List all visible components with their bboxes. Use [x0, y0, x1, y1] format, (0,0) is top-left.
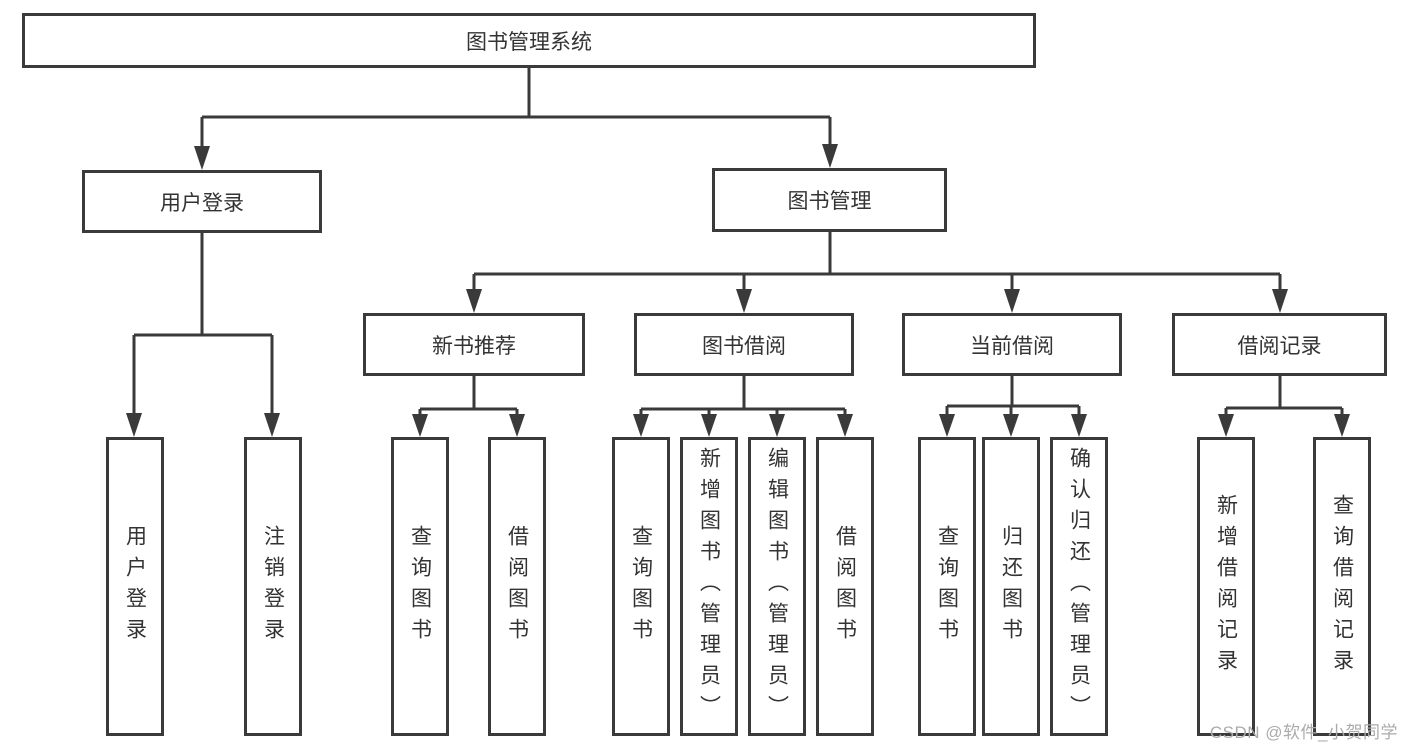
node-leaf-query-books-borrow: 查询图书 [612, 437, 670, 736]
node-leaf-query-books-current: 查询图书 [918, 437, 976, 736]
node-leaf-query-borrow-record-label: 查询借阅记录 [1330, 493, 1354, 680]
node-user-login-label: 用户登录 [160, 191, 244, 215]
node-leaf-user-login: 用户登录 [106, 437, 164, 736]
node-leaf-add-borrow-record-label: 新增借阅记录 [1214, 493, 1238, 680]
node-book-management: 图书管理 [712, 168, 947, 232]
node-current-borrowing-label: 当前借阅 [970, 334, 1054, 358]
node-leaf-query-books-borrow-label: 查询图书 [629, 524, 653, 649]
csdn-watermark: CSDN @软件_小贺同学 [1209, 723, 1398, 742]
node-leaf-borrow-books-recommend: 借阅图书 [488, 437, 546, 736]
node-leaf-add-books-admin: 新增图书（管理员） [680, 437, 738, 736]
node-borrowing-records-label: 借阅记录 [1237, 334, 1322, 358]
node-leaf-confirm-return-admin-label: 确认归还（管理员） [1067, 447, 1091, 726]
node-book-borrowing: 图书借阅 [634, 313, 854, 376]
node-leaf-confirm-return-admin: 确认归还（管理员） [1050, 437, 1108, 736]
node-current-borrowing: 当前借阅 [902, 313, 1122, 376]
node-book-borrowing-label: 图书借阅 [702, 334, 786, 358]
node-leaf-query-books-recommend: 查询图书 [391, 437, 449, 736]
node-new-book-recommend: 新书推荐 [363, 313, 585, 376]
node-leaf-query-borrow-record: 查询借阅记录 [1313, 437, 1371, 736]
node-leaf-borrow-books: 借阅图书 [816, 437, 874, 736]
node-leaf-logout: 注销登录 [244, 437, 302, 736]
node-library-system-label: 图书管理系统 [466, 30, 592, 54]
node-leaf-return-books: 归还图书 [982, 437, 1040, 736]
node-book-management-label: 图书管理 [787, 190, 872, 213]
node-leaf-query-books-current-label: 查询图书 [935, 524, 959, 649]
connector-paths [132, 68, 1344, 414]
node-leaf-user-login-label: 用户登录 [123, 524, 147, 649]
node-new-book-recommend-label: 新书推荐 [432, 334, 516, 358]
node-leaf-logout-label: 注销登录 [261, 524, 285, 649]
node-leaf-query-books-recommend-label: 查询图书 [408, 524, 432, 649]
node-borrowing-records: 借阅记录 [1172, 313, 1387, 376]
node-leaf-borrow-books-label: 借阅图书 [833, 524, 857, 649]
node-library-system: 图书管理系统 [22, 13, 1036, 68]
node-leaf-add-books-admin-label: 新增图书（管理员） [697, 447, 721, 726]
node-leaf-edit-books-admin: 编辑图书（管理员） [748, 437, 806, 736]
node-leaf-edit-books-admin-label: 编辑图书（管理员） [765, 447, 789, 726]
node-leaf-add-borrow-record: 新增借阅记录 [1197, 437, 1255, 736]
node-leaf-return-books-label: 归还图书 [999, 524, 1023, 649]
node-user-login: 用户登录 [82, 170, 322, 233]
arrowheads [126, 144, 1350, 437]
node-leaf-borrow-books-recommend-label: 借阅图书 [505, 524, 529, 649]
